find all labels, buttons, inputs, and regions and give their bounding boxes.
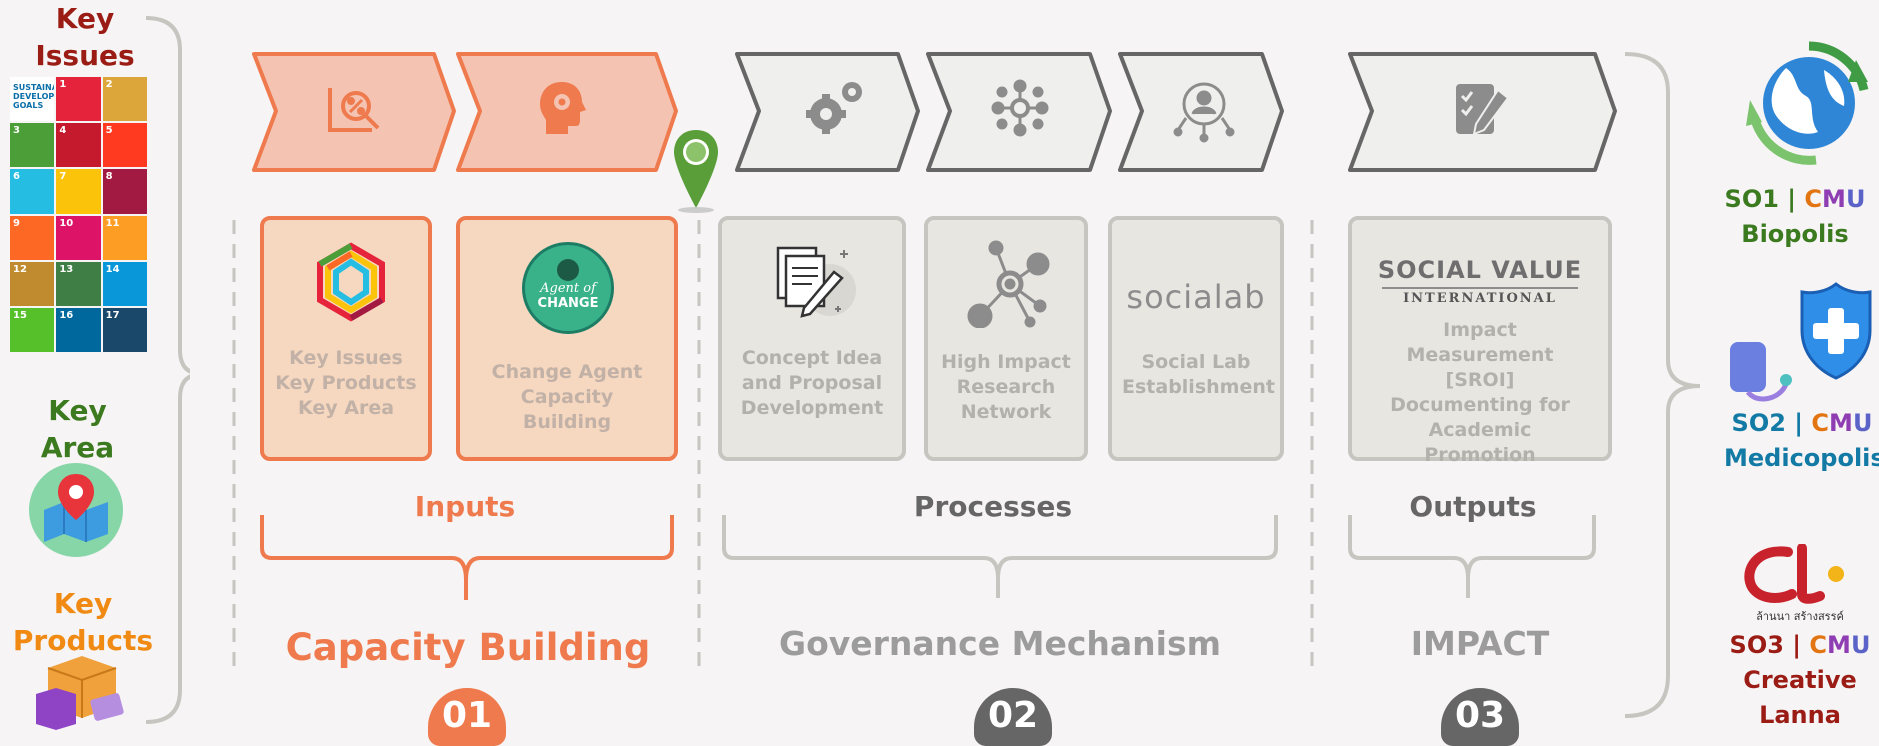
so1-code-line: SO1 | CMU (1724, 185, 1866, 213)
process-card-2-text: High Impact Research Network (941, 351, 1071, 423)
product-boxes-icon (34, 650, 126, 732)
phase-title-governance: Governance Mechanism (779, 624, 1221, 663)
sdg-tile: 5 (102, 123, 147, 168)
key-area-label: Key Area (40, 394, 115, 464)
gears-icon (806, 82, 862, 134)
process-card-3-text: Social Lab Establishment (1122, 351, 1275, 398)
process-card-concept: Concept Idea and Proposal Development (718, 216, 906, 461)
sdg-logo: SUSTAINABLE DEVELOPMENT GOALS (10, 77, 55, 122)
so3-code-line: SO3 | CMU (1729, 631, 1871, 659)
outputs-label: Outputs (1409, 490, 1537, 523)
input-chevron-1 (252, 52, 456, 172)
so1-cmu: CMU (1804, 185, 1866, 213)
sdg-tile: 9 (10, 215, 55, 260)
creative-lanna-logo-text: ล้านนา สร้างสรรค์ (1756, 610, 1844, 623)
phase-title-impact: IMPACT (1410, 624, 1550, 663)
social-value-logo-line2: INTERNATIONAL (1403, 291, 1557, 306)
creative-lanna-logo: ล้านนา สร้างสรรค์ (1740, 543, 1860, 628)
inputs-brace (260, 515, 674, 600)
key-issues-label: Key Issues (35, 2, 135, 72)
sdg-tile: 3 (10, 123, 55, 168)
location-pin-icon (674, 130, 718, 213)
input-card-2-text: Change Agent Capacity Building (491, 361, 643, 433)
sdg-tile: 7 (56, 169, 101, 214)
sdg-goals-grid: SUSTAINABLE DEVELOPMENT GOALS 1234567891… (10, 77, 147, 352)
so2-label: SO2 | CMU Medicopolis (1724, 406, 1879, 476)
hexagon-rings-icon (312, 242, 390, 322)
inputs-label: Inputs (414, 490, 516, 523)
output-card-impact: SOCIAL VALUE INTERNATIONAL Impact Measur… (1348, 216, 1612, 466)
phase-number-02: 02 (974, 688, 1052, 746)
left-bracket (145, 16, 190, 724)
sdg-tile: 14 (102, 261, 147, 306)
input-card-change-agent: Agent of CHANGE Change Agent Capacity Bu… (456, 216, 678, 461)
network-nodes-icon (966, 240, 1056, 329)
map-pin-icon (28, 462, 124, 558)
so1-label: SO1 | CMU Biopolis (1720, 182, 1870, 252)
sdg-tile: 12 (10, 261, 55, 306)
process-card-social-lab: socialab Social Lab Establishment (1108, 216, 1284, 461)
process-card-network: High Impact Research Network (924, 216, 1088, 461)
processes-label: Processes (913, 490, 1073, 523)
sdg-tile: 16 (56, 307, 101, 352)
so2-name: Medicopolis (1724, 444, 1879, 472)
sociallab-logo: socialab (1126, 278, 1266, 316)
phase-number-01: 01 (428, 688, 506, 746)
input-card-1-text: Key Issues Key Products Key Area (275, 347, 417, 419)
analysis-icon (328, 88, 380, 132)
sdg-tile: 15 (10, 307, 55, 352)
documents-icon (774, 242, 858, 322)
phase-title-capacity-building: Capacity Building (285, 626, 651, 669)
process-chevron-2 (926, 52, 1112, 172)
earth-cycle-icon (1746, 40, 1872, 166)
network-icon (991, 79, 1049, 137)
right-bracket (1624, 52, 1701, 718)
so3-label: SO3 | CMU Creative Lanna (1722, 628, 1878, 733)
sdg-tile: 13 (56, 261, 101, 306)
sdg-tile: 6 (10, 169, 55, 214)
badge-text-line1: Agent of (540, 281, 596, 296)
social-value-logo-line1: SOCIAL VALUE (1377, 256, 1583, 284)
processes-brace (722, 515, 1278, 598)
phase-number-03: 03 (1441, 688, 1519, 746)
output-card-text: Impact Measurement [SROI] Documenting fo… (1390, 319, 1570, 466)
checklist-pen-icon (1456, 84, 1510, 136)
sdg-tile: 8 (102, 169, 147, 214)
so3-name-line2: Lanna (1759, 701, 1841, 729)
sdg-tile: 10 (56, 215, 101, 260)
sdg-tile: 17 (102, 307, 147, 352)
so1-name: Biopolis (1741, 220, 1849, 248)
sdg-tile: 4 (56, 123, 101, 168)
outputs-brace (1348, 515, 1596, 598)
head-gear-icon (540, 82, 586, 134)
sdg-tile: 1 (56, 77, 101, 122)
badge-text-line2: CHANGE (537, 296, 599, 311)
so2-cmu: CMU (1811, 409, 1873, 437)
so3-name-line1: Creative (1743, 666, 1857, 694)
social-value-logo: SOCIAL VALUE INTERNATIONAL (1352, 256, 1608, 306)
key-products-label: Key Products (12, 587, 154, 657)
input-card-key-issues: Key Issues Key Products Key Area (260, 216, 432, 461)
sdg-tile: 11 (102, 215, 147, 260)
agent-of-change-badge: Agent of CHANGE (522, 242, 614, 334)
so3-cmu: CMU (1809, 631, 1871, 659)
so2-code-line: SO2 | CMU (1731, 409, 1873, 437)
sdg-tile: 2 (102, 77, 147, 122)
person-network-icon (1173, 82, 1235, 143)
process-card-1-text: Concept Idea and Proposal Development (740, 347, 884, 419)
medical-shield-icon (1726, 280, 1879, 408)
